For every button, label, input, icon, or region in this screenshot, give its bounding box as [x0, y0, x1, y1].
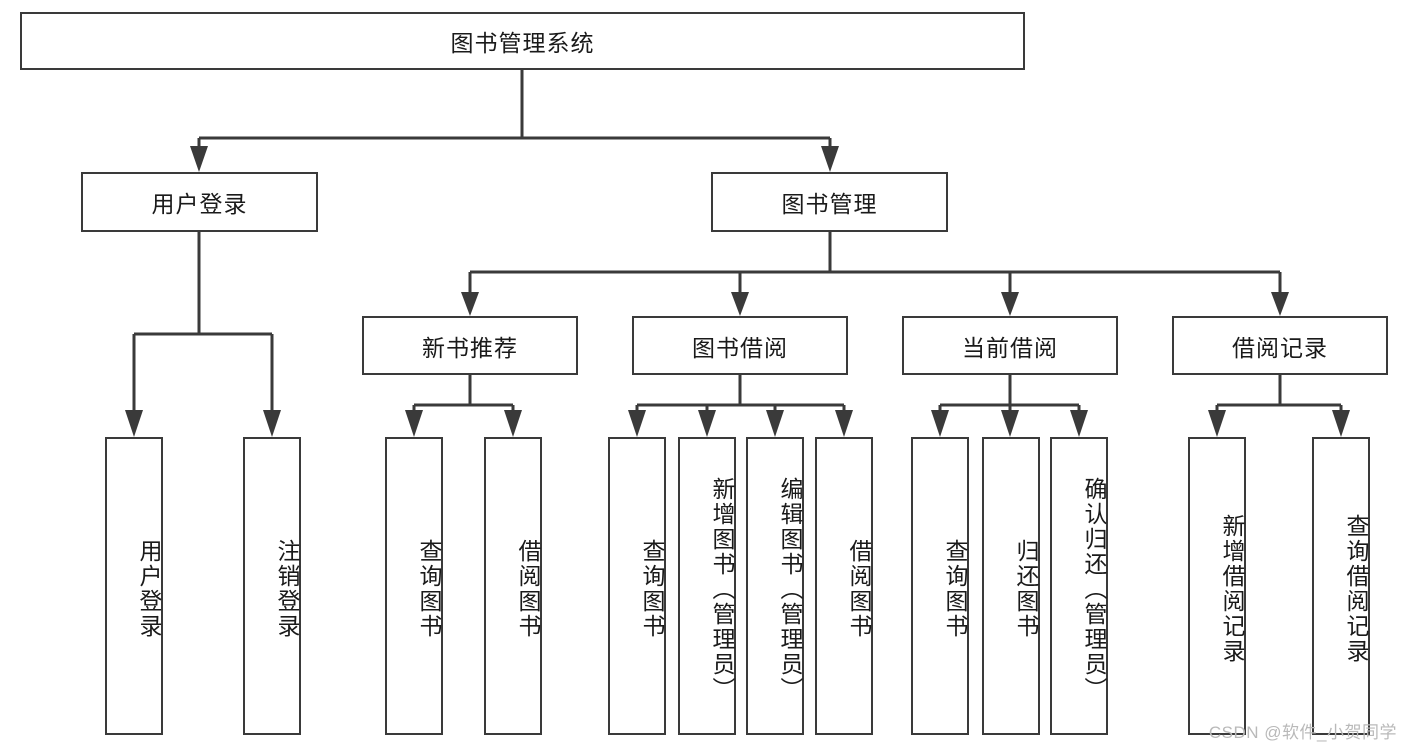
node-label: 新增借阅记录 [1219, 514, 1245, 664]
leaf-query-book-current[interactable]: 查询图书 [911, 437, 969, 735]
node-current-borrowing[interactable]: 当前借阅 [902, 316, 1118, 375]
node-label: 用户登录 [151, 191, 248, 217]
node-label: 图书管理系统 [450, 30, 595, 56]
leaf-return-book[interactable]: 归还图书 [982, 437, 1040, 735]
node-label: 用户登录 [136, 539, 162, 639]
node-new-book-recommendation[interactable]: 新书推荐 [362, 316, 578, 375]
node-borrowing-record[interactable]: 借阅记录 [1172, 316, 1388, 375]
node-label: 确认归还（管理员） [1081, 476, 1107, 702]
leaf-query-book-recommendation[interactable]: 查询图书 [385, 437, 443, 735]
node-label: 注销登录 [274, 539, 300, 639]
node-label: 图书管理 [781, 191, 878, 217]
node-label: 查询图书 [416, 539, 442, 639]
leaf-query-borrow-record[interactable]: 查询借阅记录 [1312, 437, 1370, 735]
node-label: 新书推荐 [422, 334, 518, 361]
node-root-book-management-system[interactable]: 图书管理系统 [20, 12, 1025, 70]
watermark: CSDN @软件_小贺同学 [1208, 723, 1397, 742]
node-label: 借阅图书 [515, 539, 541, 639]
leaf-user-login[interactable]: 用户登录 [105, 437, 163, 735]
leaf-edit-book-admin[interactable]: 编辑图书（管理员） [746, 437, 804, 735]
leaf-user-logout[interactable]: 注销登录 [243, 437, 301, 735]
node-label: 查询借阅记录 [1343, 514, 1369, 664]
node-label: 图书借阅 [692, 334, 788, 361]
node-label: 查询图书 [942, 539, 968, 639]
leaf-query-book-borrowing[interactable]: 查询图书 [608, 437, 666, 735]
node-book-borrowing[interactable]: 图书借阅 [632, 316, 848, 375]
node-user-login[interactable]: 用户登录 [81, 172, 318, 232]
node-label: 借阅图书 [846, 539, 872, 639]
node-label: 编辑图书（管理员） [777, 476, 803, 702]
node-label: 归还图书 [1013, 539, 1039, 639]
node-book-management[interactable]: 图书管理 [711, 172, 948, 232]
node-label: 查询图书 [639, 539, 665, 639]
leaf-add-borrow-record[interactable]: 新增借阅记录 [1188, 437, 1246, 735]
node-label: 当前借阅 [962, 334, 1058, 361]
leaf-borrow-book-recommendation[interactable]: 借阅图书 [484, 437, 542, 735]
leaf-confirm-return-admin[interactable]: 确认归还（管理员） [1050, 437, 1108, 735]
node-label: 借阅记录 [1232, 334, 1328, 361]
node-label: 新增图书（管理员） [709, 476, 735, 702]
leaf-borrow-book-borrowing[interactable]: 借阅图书 [815, 437, 873, 735]
leaf-add-book-admin[interactable]: 新增图书（管理员） [678, 437, 736, 735]
